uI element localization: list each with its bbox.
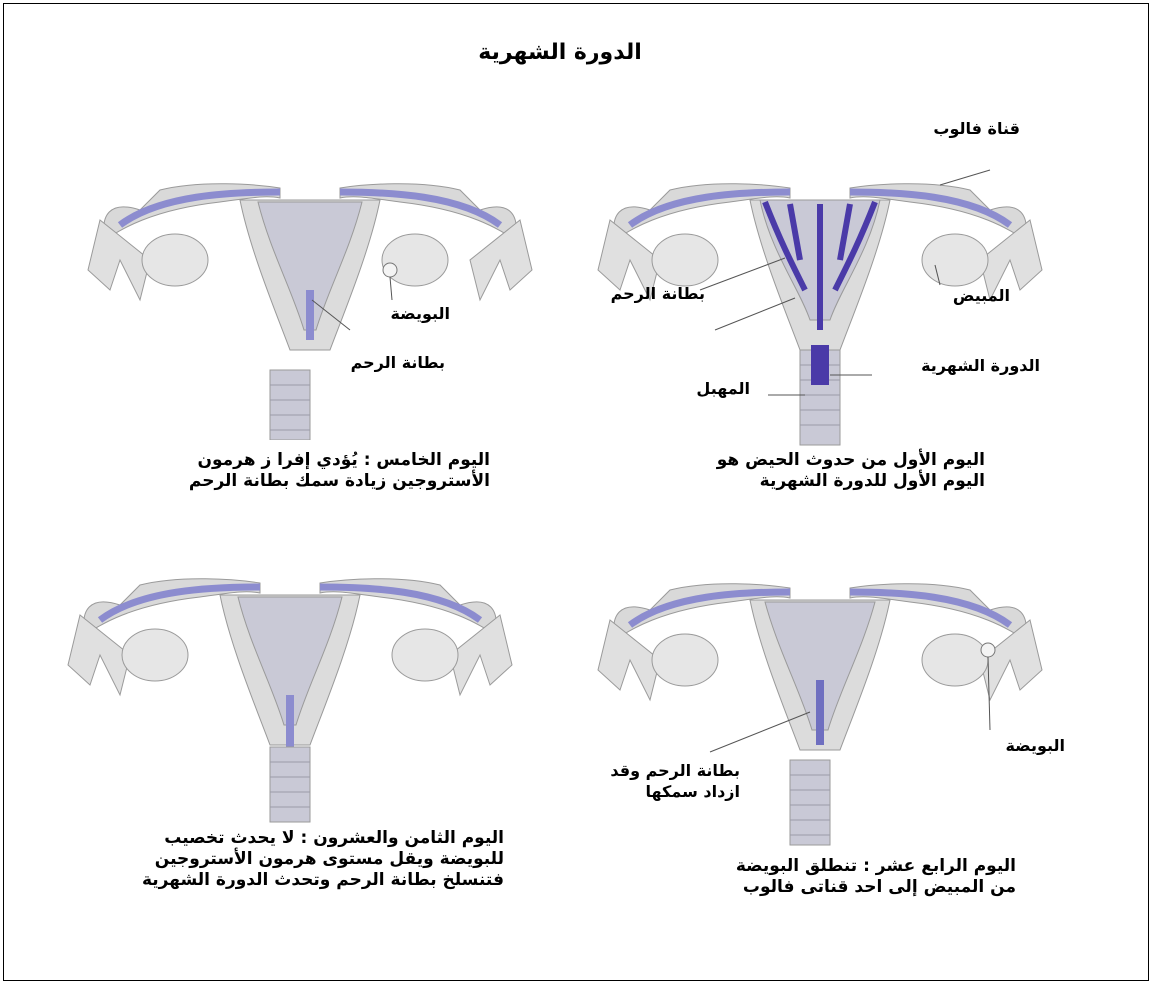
caption-line: اليوم الأول من حدوث الحيض هو	[640, 450, 985, 471]
uterus-illustration	[88, 184, 532, 440]
caption-line: الأستروجين زيادة سمك بطانة الرحم	[110, 471, 490, 492]
label-menstruation: الدورة الشهرية	[860, 355, 1040, 377]
uterus-illustration	[598, 170, 1042, 445]
caption-line: اليوم الثامن والعشرون : لا يحدث تخصيب	[60, 828, 504, 849]
label-line: ازداد سمكها	[600, 781, 740, 802]
caption-line: فتنسلخ بطانة الرحم وتحدث الدورة الشهرية	[60, 870, 504, 891]
caption-line: اليوم الخامس : يُؤدي إفرا ز هرمون	[110, 450, 490, 471]
label-vagina: المهبل	[640, 378, 750, 400]
label-line: بطانة الرحم وقد	[600, 760, 740, 781]
uterus-diagram-day28	[60, 535, 520, 825]
caption-day1: اليوم الأول من حدوث الحيض هو اليوم الأول…	[640, 450, 985, 492]
uterus-illustration	[598, 584, 1042, 845]
label-endometrium-day5: بطانة الرحم	[320, 352, 445, 374]
uterus-diagram-day5	[80, 140, 540, 440]
uterus-diagram-day14	[590, 540, 1050, 850]
label-fallopian-tube: قناة فالوب	[880, 118, 1020, 140]
caption-day5: اليوم الخامس : يُؤدي إفرا ز هرمون الأستر…	[110, 450, 490, 492]
uterus-illustration	[68, 579, 512, 822]
caption-line: للبويضة ويقل مستوى هرمون الأستروجين	[60, 849, 504, 870]
caption-line: اليوم الرابع عشر : تنطلق البويضة	[660, 856, 1016, 877]
page-title: الدورة الشهرية	[0, 42, 1120, 64]
caption-line: من المبيض إلى احد قناتى فالوب	[660, 877, 1016, 898]
caption-day14: اليوم الرابع عشر : تنطلق البويضة من المب…	[660, 856, 1016, 898]
caption-line: اليوم الأول للدورة الشهرية	[640, 471, 985, 492]
label-egg-day14: البويضة	[960, 735, 1065, 757]
label-egg-day5: البويضة	[340, 303, 450, 325]
label-ovary: المبيض	[880, 285, 1010, 307]
label-endometrium-day14: بطانة الرحم وقد ازداد سمكها	[600, 760, 740, 802]
label-endometrium-day1: بطانة الرحم	[560, 283, 705, 305]
caption-day28: اليوم الثامن والعشرون : لا يحدث تخصيب لل…	[60, 828, 504, 891]
